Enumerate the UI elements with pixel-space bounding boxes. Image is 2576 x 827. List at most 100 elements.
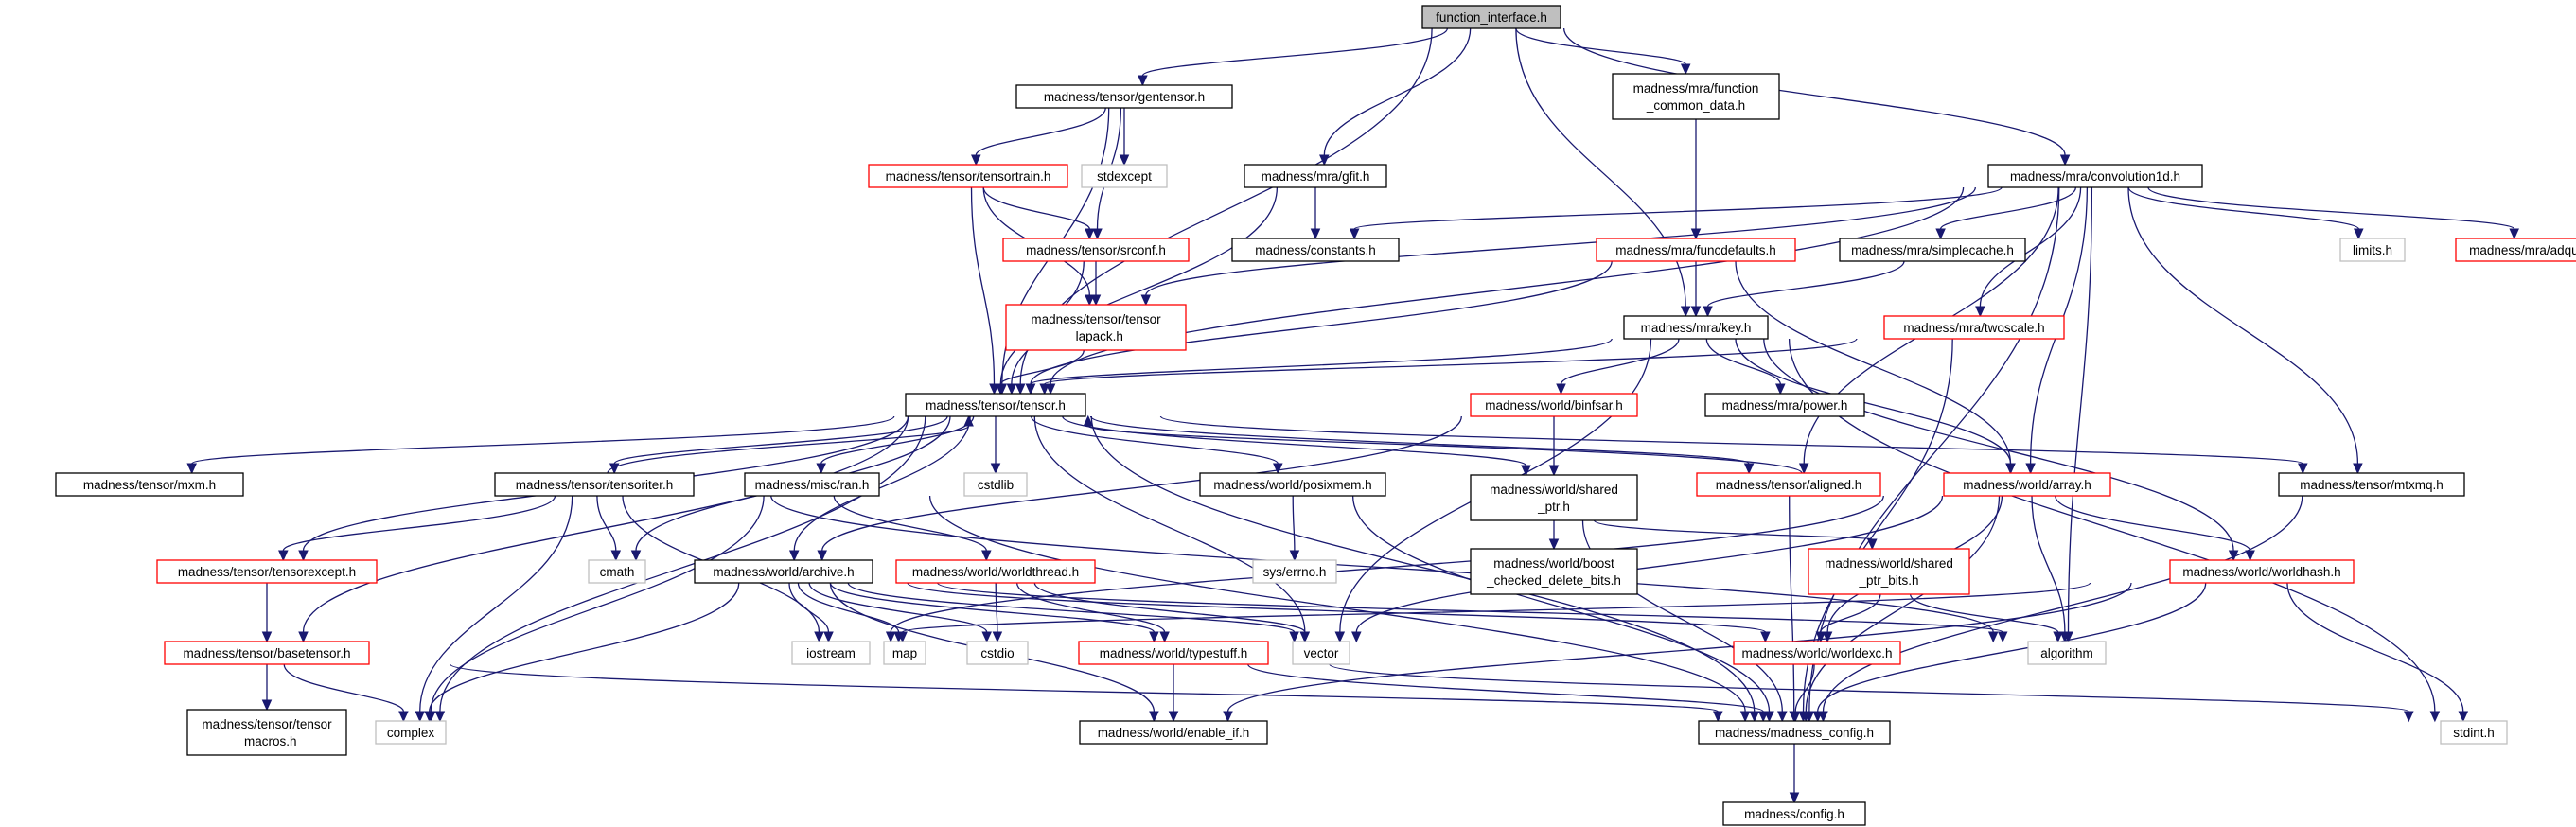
edge-conv1d-to-adquad [2147,186,2515,230]
node-aligned[interactable]: madness/tensor/aligned.h [1696,472,1881,497]
node-adquad[interactable]: madness/mra/adquad.h [2455,238,2576,262]
node-binfsar[interactable]: madness/world/binfsar.h [1470,393,1638,417]
node-iostream[interactable]: iostream [791,641,871,665]
node-simplecache[interactable]: madness/mra/simplecache.h [1839,238,2026,262]
arrowhead-array-to-mconfig [1801,711,1811,723]
node-box [1081,164,1168,188]
node-funcdefaults[interactable]: madness/mra/funcdefaults.h [1596,238,1796,262]
node-srconf[interactable]: madness/tensor/srconf.h [1002,238,1190,262]
arrowhead-posixmem-to-mconfig [1764,711,1774,723]
node-tensorexcept[interactable]: madness/tensor/tensorexcept.h [156,559,378,584]
node-stdint[interactable]: stdint.h [2440,720,2508,745]
node-root[interactable]: function_interface.h [1421,5,1561,29]
node-box [375,720,447,745]
edge-worldhash-to-stdint [2286,582,2464,713]
nodes-layer: function_interface.h madness/tensor/gente… [55,5,2576,826]
node-box [588,559,646,584]
node-posixmem[interactable]: madness/world/posixmem.h [1199,472,1386,497]
edge-tensor-to-mxm [191,415,895,465]
node-basetensor[interactable]: madness/tensor/basetensor.h [164,641,370,665]
node-mxm[interactable]: madness/tensor/mxm.h [55,472,244,497]
node-config[interactable]: madness/config.h [1722,801,1866,826]
node-label: madness/world/shared [1490,483,1618,497]
node-gentensor[interactable]: madness/tensor/gentensor.h [1015,84,1233,109]
edge-conv1d-to-mtxmq [2127,186,2359,465]
node-cmath[interactable]: cmath [588,559,646,584]
arrowhead-tensoriter-to-tensorexcept [278,550,289,562]
node-algorithm[interactable]: algorithm [2027,641,2107,665]
node-worldhash[interactable]: madness/world/worldhash.h [2169,559,2355,584]
node-box [1470,548,1638,595]
edge-archive-to-cstdio [808,582,988,633]
node-tensoriter[interactable]: madness/tensor/tensoriter.h [494,472,695,497]
node-mtxmq[interactable]: madness/tensor/mtxmq.h [2278,472,2465,497]
edge-tensoriter-to-complex [419,495,573,713]
node-fcd[interactable]: madness/mra/function_common_data.h [1612,73,1780,120]
node-constants[interactable]: madness/constants.h [1231,238,1400,262]
node-sharedptr[interactable]: madness/world/shared_ptr.h [1470,474,1638,521]
arrowhead-worldthread-to-cstdio [992,631,1003,643]
node-conv1d[interactable]: madness/mra/convolution1d.h [1987,164,2203,188]
node-label: vector [1304,646,1339,660]
arrowhead-key-to-power [1775,383,1786,396]
node-label: cmath [600,565,635,579]
arrowhead-root-to-fcd [1680,63,1691,76]
node-stdexcept[interactable]: stdexcept [1081,164,1168,188]
node-box [2440,720,2508,745]
node-tlapack[interactable]: madness/tensor/tensor_lapack.h [1005,304,1187,351]
node-label: map [892,646,917,660]
node-cstdio[interactable]: cstdio [966,641,1029,665]
arrowhead-key-to-array [2005,463,2016,475]
node-gfit[interactable]: madness/mra/gfit.h [1244,164,1387,188]
node-archive[interactable]: madness/world/archive.h [694,559,873,584]
node-tensor[interactable]: madness/tensor/tensor.h [905,393,1086,417]
node-map[interactable]: map [883,641,926,665]
node-label: madness/tensor/mtxmq.h [2300,478,2444,492]
arrowhead-archive-to-cstdio [981,631,992,643]
arrowhead-gfit-to-constants [1310,228,1321,240]
arrowhead-sptrbits-to-worldexc [1815,631,1826,643]
node-label: madness/mra/convolution1d.h [2010,169,2180,184]
node-worldexc[interactable]: madness/world/worldexc.h [1733,641,1901,665]
arrowhead-tensoriter-to-tensor [963,414,974,427]
arrowhead-root-to-tensor [1015,383,1026,396]
edge-root-to-gentensor [1141,27,1449,77]
node-label: madness/mra/key.h [1641,321,1752,335]
arrowhead-root-to-gentensor [1138,75,1148,87]
node-tmacros[interactable]: madness/tensor/tensor_macros.h [186,709,347,756]
node-box [1421,5,1561,29]
node-label: madness/tensor/tensor.h [926,398,1066,413]
node-array[interactable]: madness/world/array.h [1943,472,2111,497]
node-typestuff[interactable]: madness/world/typestuff.h [1078,641,1269,665]
node-enableif[interactable]: madness/world/enable_if.h [1079,720,1268,745]
node-cstdlib[interactable]: cstdlib [963,472,1028,497]
node-power[interactable]: madness/mra/power.h [1704,393,1865,417]
node-label: complex [387,726,435,740]
node-twoscale[interactable]: madness/mra/twoscale.h [1883,315,2065,340]
edge-key-to-worldhash [1763,338,2234,552]
node-boostcd[interactable]: madness/world/boost_checked_delete_bits.… [1470,548,1638,595]
node-limits[interactable]: limits.h [2339,238,2406,262]
node-complex[interactable]: complex [375,720,447,745]
node-key[interactable]: madness/mra/key.h [1623,315,1769,340]
node-vector[interactable]: vector [1292,641,1350,665]
arrowhead-array-to-iostream [885,631,896,643]
arrowhead-mtxmq-to-mconfig [1818,711,1828,723]
node-label: madness/world/archive.h [713,565,854,579]
edge-funcdefaults-to-tensor [1030,260,1613,385]
node-worldthread[interactable]: madness/world/worldthread.h [895,559,1096,584]
arrowhead-mconfig-to-config [1789,792,1800,804]
node-syserrno[interactable]: sys/errno.h [1252,559,1337,584]
node-mconfig[interactable]: madness/madness_config.h [1698,720,1891,745]
node-label: _checked_delete_bits.h [1486,573,1621,588]
edge-ran-to-worldthread [833,495,987,552]
node-label: cstdio [980,646,1014,660]
node-tensortrain[interactable]: madness/tensor/tensortrain.h [868,164,1068,188]
arrowhead-sharedptr-to-boostcd [1548,538,1560,551]
node-label: _lapack.h [1067,329,1123,343]
edge-basetensor-to-mconfig [450,663,1719,713]
arrowhead-sptrbits-to-algorithm [2053,631,2063,643]
node-ran[interactable]: madness/misc/ran.h [744,472,880,497]
node-sptrbits[interactable]: madness/world/shared_ptr_bits.h [1808,548,1970,595]
arrowhead-twoscale-to-tensor [1039,383,1050,396]
